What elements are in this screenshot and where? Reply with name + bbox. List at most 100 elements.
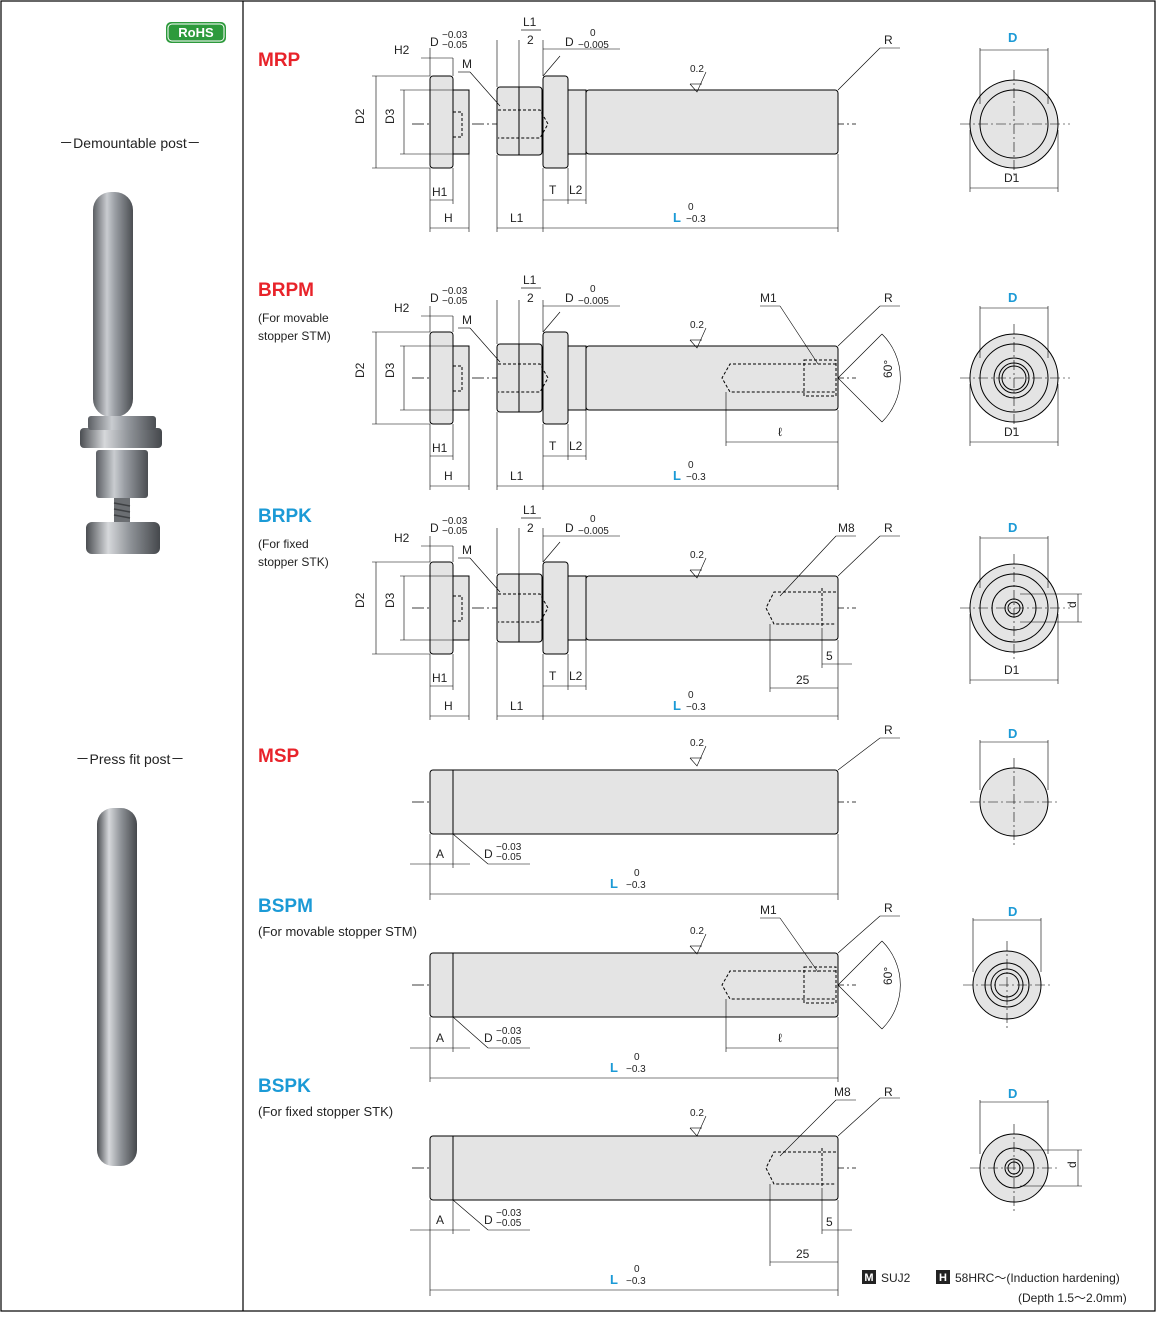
svg-text:M1: M1 xyxy=(760,903,777,917)
hardness-h-icon xyxy=(936,1270,950,1284)
svg-text:0: 0 xyxy=(590,514,596,525)
brpk-end-d1: D1 xyxy=(1004,663,1020,677)
svg-text:L: L xyxy=(673,468,681,483)
svg-text:M: M xyxy=(462,57,472,71)
svg-text:H: H xyxy=(939,1272,947,1284)
drawing-mrp xyxy=(372,40,900,232)
svg-text:T: T xyxy=(549,669,557,683)
bspk-end-small-d: d xyxy=(1065,1161,1079,1168)
material-notes: M SUJ2 H 58HRC～(Induction hardening) (De… xyxy=(862,1270,1127,1305)
brpm-sub1: (For movable xyxy=(258,311,329,325)
svg-text:L: L xyxy=(610,1272,618,1287)
svg-text:5: 5 xyxy=(826,1215,833,1229)
svg-text:D: D xyxy=(484,1213,493,1227)
svg-text:R: R xyxy=(884,723,893,737)
svg-text:H1: H1 xyxy=(432,671,448,685)
msp-end-d: D xyxy=(1008,726,1017,741)
brpm-end-d: D xyxy=(1008,290,1017,305)
svg-text:L1: L1 xyxy=(510,469,524,483)
code-bspk: BSPK xyxy=(258,1076,311,1097)
svg-text:D: D xyxy=(565,291,574,305)
svg-text:R: R xyxy=(884,901,893,915)
svg-text:R: R xyxy=(884,291,893,305)
svg-text:−0.005: −0.005 xyxy=(578,296,609,307)
svg-text:0.2: 0.2 xyxy=(690,1108,704,1119)
labels-bspm: A D −0.03 −0.05 L 0 −0.3 R M1 ℓ 60° 0.2 xyxy=(436,901,895,1075)
svg-text:−0.3: −0.3 xyxy=(626,1064,646,1075)
pressfit-post-photo xyxy=(97,808,137,1166)
svg-text:D: D xyxy=(565,35,574,49)
svg-text:R: R xyxy=(884,33,893,47)
svg-text:L2: L2 xyxy=(569,439,583,453)
svg-text:2: 2 xyxy=(527,291,534,305)
svg-text:−0.05: −0.05 xyxy=(496,1218,522,1229)
svg-text:D2: D2 xyxy=(353,108,367,124)
bspm-end-d: D xyxy=(1008,904,1017,919)
svg-text:−0.03: −0.03 xyxy=(442,30,468,41)
svg-text:2: 2 xyxy=(527,33,534,47)
endview-bspm xyxy=(963,918,1053,1029)
svg-text:0: 0 xyxy=(688,202,694,213)
svg-text:H2: H2 xyxy=(394,301,410,315)
demountable-caption: －Demountable post－ xyxy=(59,135,201,151)
svg-text:T: T xyxy=(549,439,557,453)
svg-text:−0.03: −0.03 xyxy=(496,1026,522,1037)
svg-text:D2: D2 xyxy=(353,592,367,608)
material-text: SUJ2 xyxy=(881,1271,911,1285)
bspk-sub1: (For fixed stopper STK) xyxy=(258,1104,393,1119)
svg-text:0: 0 xyxy=(590,28,596,39)
svg-text:D: D xyxy=(565,521,574,535)
svg-text:D: D xyxy=(430,35,439,49)
code-bspm: BSPM xyxy=(258,896,313,917)
svg-text:L2: L2 xyxy=(569,183,583,197)
svg-text:T: T xyxy=(549,183,557,197)
brpk-end-d: D xyxy=(1008,520,1017,535)
svg-text:0: 0 xyxy=(634,868,640,879)
endview-brpm xyxy=(960,306,1070,446)
mrp-end-d: D xyxy=(1008,30,1017,45)
labels-msp: A D −0.03 −0.05 L 0 −0.3 R 0.2 xyxy=(436,723,893,891)
svg-text:L: L xyxy=(610,1060,618,1075)
brpm-sub2: stopper STM) xyxy=(258,329,331,343)
demountable-post-photo xyxy=(80,192,162,554)
svg-text:M: M xyxy=(864,1272,873,1284)
svg-text:−0.03: −0.03 xyxy=(442,286,468,297)
rohs-label: RoHS xyxy=(178,25,214,40)
svg-text:M: M xyxy=(462,313,472,327)
labels-mrp: D2 D3 H2 H1 H L1 T L2 L 0 −0.3 D −0.03 −… xyxy=(353,15,893,225)
rohs-badge: RoHS xyxy=(166,22,226,43)
brpk-end-small-d: d xyxy=(1065,601,1079,608)
svg-text:60°: 60° xyxy=(881,967,895,985)
svg-text:0: 0 xyxy=(634,1264,640,1275)
bspm-sub1: (For movable stopper STM) xyxy=(258,924,417,939)
svg-text:M: M xyxy=(462,543,472,557)
labels-brpk: D2 D3 H2 H1 H L1 T L2 L 0 −0.3 D −0.03 −… xyxy=(353,503,893,713)
svg-text:L1: L1 xyxy=(523,15,537,29)
endview-msp xyxy=(970,740,1060,846)
svg-text:−0.3: −0.3 xyxy=(686,472,706,483)
svg-text:−0.3: −0.3 xyxy=(626,880,646,891)
svg-text:L: L xyxy=(673,210,681,225)
svg-text:0: 0 xyxy=(688,460,694,471)
svg-text:M1: M1 xyxy=(760,291,777,305)
svg-text:D: D xyxy=(430,521,439,535)
svg-text:R: R xyxy=(884,1085,893,1099)
svg-text:−0.05: −0.05 xyxy=(442,526,468,537)
svg-text:D3: D3 xyxy=(383,362,397,378)
code-mrp: MRP xyxy=(258,50,301,71)
svg-text:25: 25 xyxy=(796,1247,810,1261)
svg-text:R: R xyxy=(884,521,893,535)
svg-text:0.2: 0.2 xyxy=(690,738,704,749)
endview-brpk xyxy=(960,536,1082,684)
svg-text:2: 2 xyxy=(527,521,534,535)
svg-text:H: H xyxy=(444,699,453,713)
svg-text:−0.05: −0.05 xyxy=(442,296,468,307)
bspk-end-d: D xyxy=(1008,1086,1017,1101)
svg-text:D3: D3 xyxy=(383,108,397,124)
svg-text:−0.005: −0.005 xyxy=(578,40,609,51)
svg-text:M8: M8 xyxy=(834,1085,851,1099)
svg-text:0: 0 xyxy=(634,1052,640,1063)
mrp-end-d1: D1 xyxy=(1004,171,1020,185)
